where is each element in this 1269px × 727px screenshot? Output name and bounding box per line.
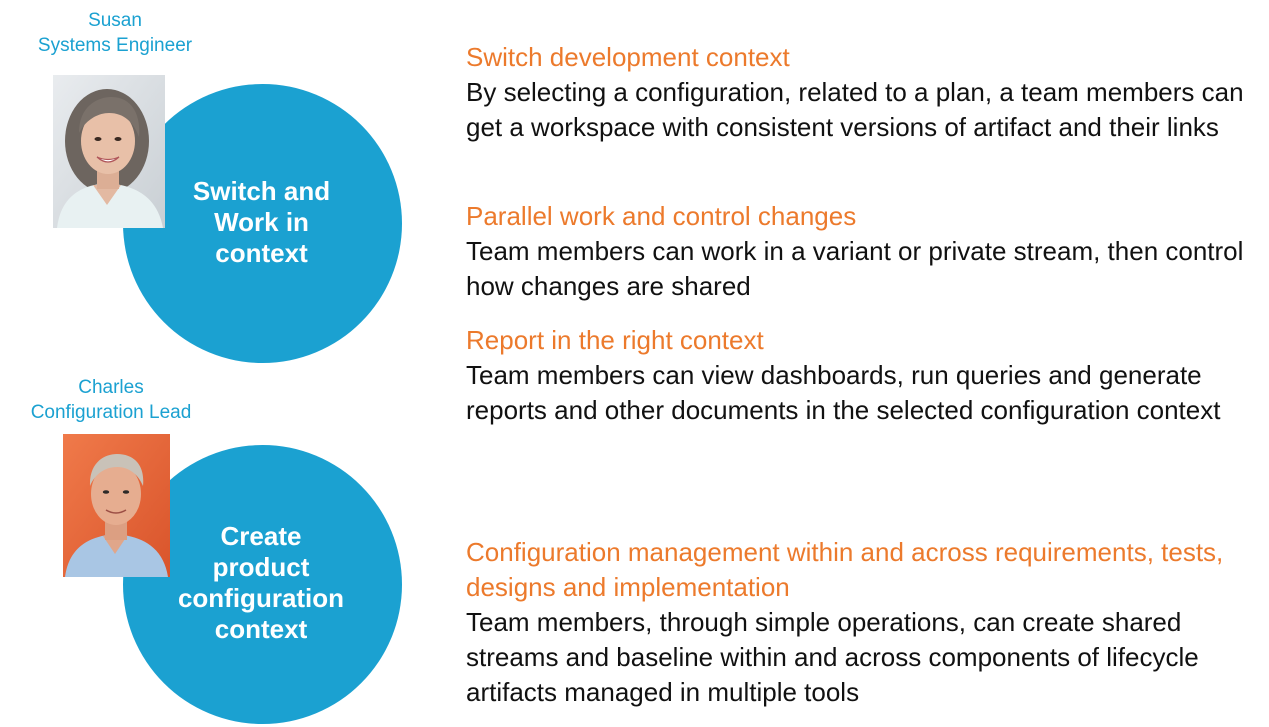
- item-switch-development-context: Switch development context By selecting …: [466, 40, 1256, 145]
- item-parallel-work: Parallel work and control changes Team m…: [466, 199, 1256, 304]
- persona-name: Charles: [78, 377, 144, 398]
- item-body: Team members can work in a variant or pr…: [466, 236, 1244, 301]
- item-body: Team members can view dashboards, run qu…: [466, 360, 1221, 425]
- persona-label-charles: Charles Configuration Lead: [16, 375, 206, 425]
- persona-label-susan: Susan Systems Engineer: [20, 8, 210, 58]
- persona-role: Systems Engineer: [37, 35, 193, 56]
- persona-role: Configuration Lead: [30, 402, 192, 423]
- man-portrait-icon: [63, 434, 170, 577]
- item-title: Switch development context: [466, 42, 790, 72]
- item-title: Parallel work and control changes: [466, 201, 857, 231]
- persona-name: Susan: [88, 10, 142, 31]
- item-title: Configuration management within and acro…: [466, 537, 1224, 602]
- circle-label: Switch and Work in context: [192, 176, 331, 268]
- circle-label: Create product configuration context: [177, 520, 345, 644]
- woman-portrait-icon: [53, 75, 165, 228]
- circle-switch-and-work: Switch and Work in context: [123, 84, 402, 363]
- item-body: Team members, through simple operations,…: [466, 607, 1199, 707]
- item-configuration-management: Configuration management within and acro…: [466, 535, 1256, 710]
- item-report-in-context: Report in the right context Team members…: [466, 323, 1256, 428]
- item-body: By selecting a configuration, related to…: [466, 77, 1244, 142]
- item-title: Report in the right context: [466, 325, 764, 355]
